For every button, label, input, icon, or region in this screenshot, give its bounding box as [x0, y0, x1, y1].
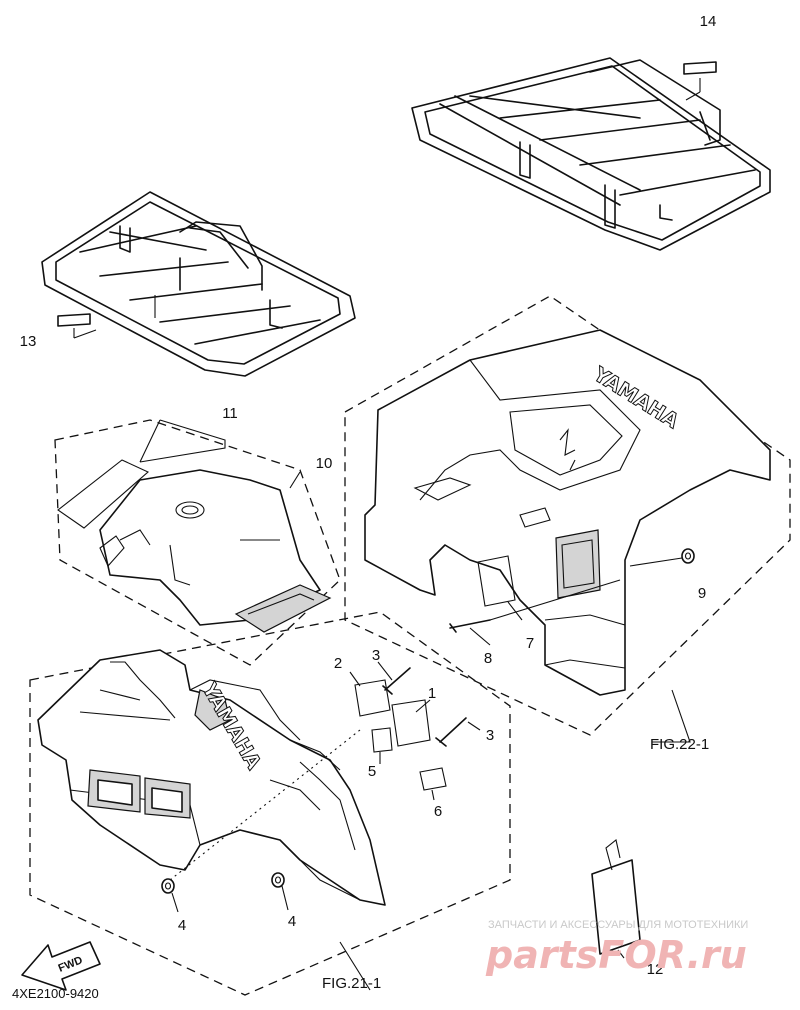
part-label-5: 5: [368, 763, 376, 780]
rear-fender-sticker: [477, 555, 516, 607]
front-panel-10: [54, 419, 341, 666]
front-panel-leader-10: [289, 471, 301, 489]
part-label-9: 9: [698, 585, 706, 602]
front-fender-group-boundary: [29, 611, 511, 996]
rear-carrier: [411, 57, 771, 251]
watermark-caption: ЗАПЧАСТИ И АКСЕССУАРЫ ДЛЯ МОТОТЕХНИКИ: [488, 919, 748, 931]
front-fender-dotted-guide: [169, 729, 361, 881]
figure-references: FIG.22-1 FIG.21-1: [322, 689, 709, 992]
part-label-11: 11: [222, 405, 238, 422]
part-label-2: 2: [334, 655, 342, 672]
part-label-8: 8: [484, 650, 492, 667]
part-label-1: 1: [428, 685, 436, 702]
part-label-6: 6: [434, 803, 442, 820]
rear-fender-leaders: [469, 557, 683, 646]
front-fender-leaders: [171, 661, 481, 913]
front-carrier: [41, 191, 356, 377]
rear-fender-rivet-8: [449, 619, 491, 633]
carrier-label-14: [683, 61, 717, 101]
figure-ref-21-1: FIG.21-1: [322, 975, 381, 992]
part-label-3-lower: 3: [486, 727, 494, 744]
front-fender-hardware: [161, 667, 467, 894]
carrier-label-13: [57, 313, 97, 339]
part-labels: 14 13 11 10 9 8 7 2 3 1 3 5 6 4 4 12: [20, 13, 717, 978]
part-label-4-left: 4: [178, 917, 186, 934]
front-fender: YAMAHA: [37, 649, 386, 906]
drawing-code: 4XE2100-9420: [12, 986, 99, 1001]
front-panel-sticker-11: [57, 419, 226, 529]
watermark: ЗАПЧАСТИ И АКСЕССУАРЫ ДЛЯ МОТОТЕХНИКИ pa…: [485, 919, 748, 977]
part-label-13: 13: [20, 333, 37, 350]
figure-ref-22-1: FIG.22-1: [650, 736, 709, 753]
tag-12: [591, 839, 641, 959]
part-label-3-upper: 3: [372, 647, 380, 664]
rear-fender-grommet-9: [681, 548, 695, 564]
part-label-12: 12: [647, 961, 664, 978]
rear-fender: YAMAHA: [364, 329, 771, 696]
part-label-7: 7: [526, 635, 534, 652]
forward-direction-arrow: FWD: [21, 941, 101, 991]
part-label-4-right: 4: [288, 913, 296, 930]
rear-fender-group-boundary: [344, 295, 791, 736]
part-label-10: 10: [316, 455, 333, 472]
part-label-14: 14: [700, 13, 717, 30]
watermark-site: partsFOR.ru: [485, 933, 747, 977]
